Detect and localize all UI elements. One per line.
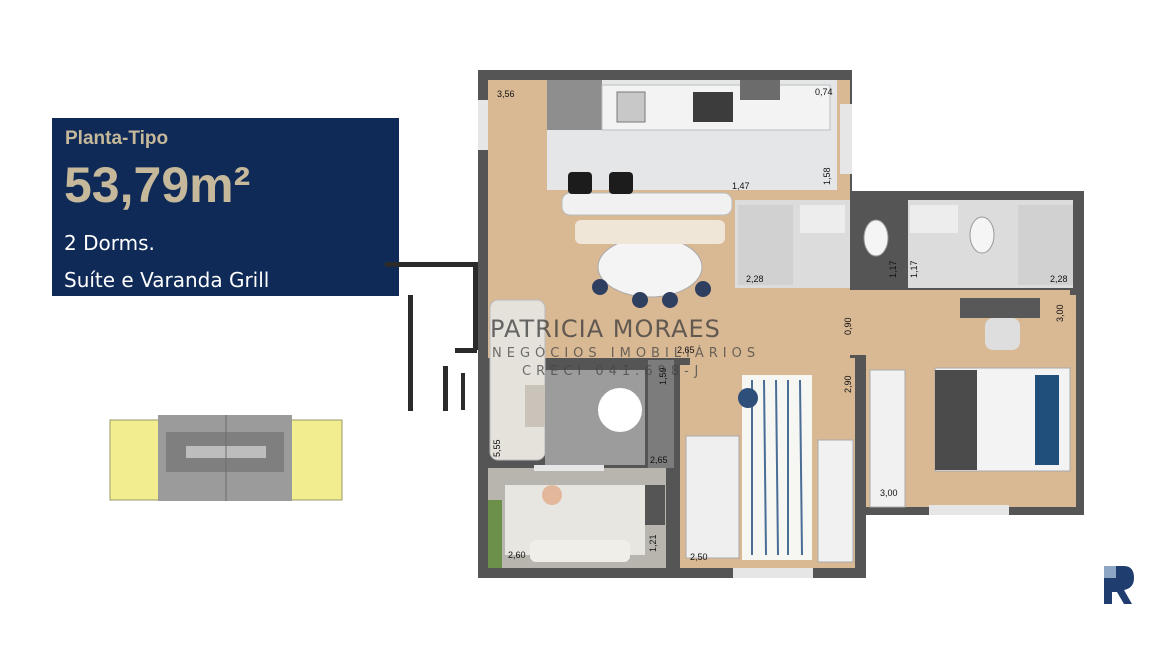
dim-living-width: 2,65 — [650, 455, 668, 465]
brand-logo — [1104, 566, 1134, 604]
watermark-creci: CRECI 041.698-J — [522, 364, 703, 379]
apartment-walls — [478, 70, 1084, 578]
dim-bath1-width: 2,28 — [746, 274, 764, 284]
watermark: PATRICIA MORAES NEGÓCIOS IMOBILIÁRIOS CR… — [490, 315, 760, 379]
connector-lines — [385, 262, 478, 411]
dim-bath1-depth: 1,17 — [888, 260, 898, 278]
dim-balcony-depth: 1,21 — [648, 534, 658, 552]
dim-kitchen-side: 1,58 — [822, 167, 832, 185]
dim-kitchen-corner: 0,74 — [815, 87, 833, 97]
dim-bedroom2-width: 2,50 — [690, 552, 708, 562]
dim-bedroom2-depth: 2,90 — [843, 375, 853, 393]
info-panel: Planta-Tipo 53,79m² 2 Dorms. Suíte e Var… — [52, 118, 399, 296]
dim-hall-mid: 2,65 — [677, 345, 695, 355]
dim-suite-width: 3,00 — [880, 488, 898, 498]
dim-balcony-width: 2,60 — [508, 550, 526, 560]
dim-living-depth: 5,55 — [492, 439, 502, 457]
dim-living-height: 3,56 — [497, 89, 515, 99]
plan-type-label: Planta-Tipo — [65, 128, 169, 149]
building-key-plan — [109, 415, 343, 501]
watermark-tagline: NEGÓCIOS IMOBILIÁRIOS — [492, 345, 760, 361]
area-value: 53,79m² — [64, 157, 251, 213]
dimension-labels: 3,56 0,74 1,47 1,58 2,28 1,17 1,17 2,28 … — [492, 87, 1068, 562]
bedrooms-label: 2 Dorms. — [64, 231, 155, 255]
features-label: Suíte e Varanda Grill — [64, 268, 270, 292]
dim-pantry-depth: 1,59 — [658, 367, 668, 385]
dim-bath2-width: 2,28 — [1050, 274, 1068, 284]
dim-bath2-depth: 1,17 — [909, 260, 919, 278]
dim-hall-width: 0,90 — [843, 317, 853, 335]
dim-counter-width: 1,47 — [732, 181, 750, 191]
watermark-name: PATRICIA MORAES — [490, 315, 721, 343]
dim-suite-depth: 3,00 — [1055, 304, 1065, 322]
